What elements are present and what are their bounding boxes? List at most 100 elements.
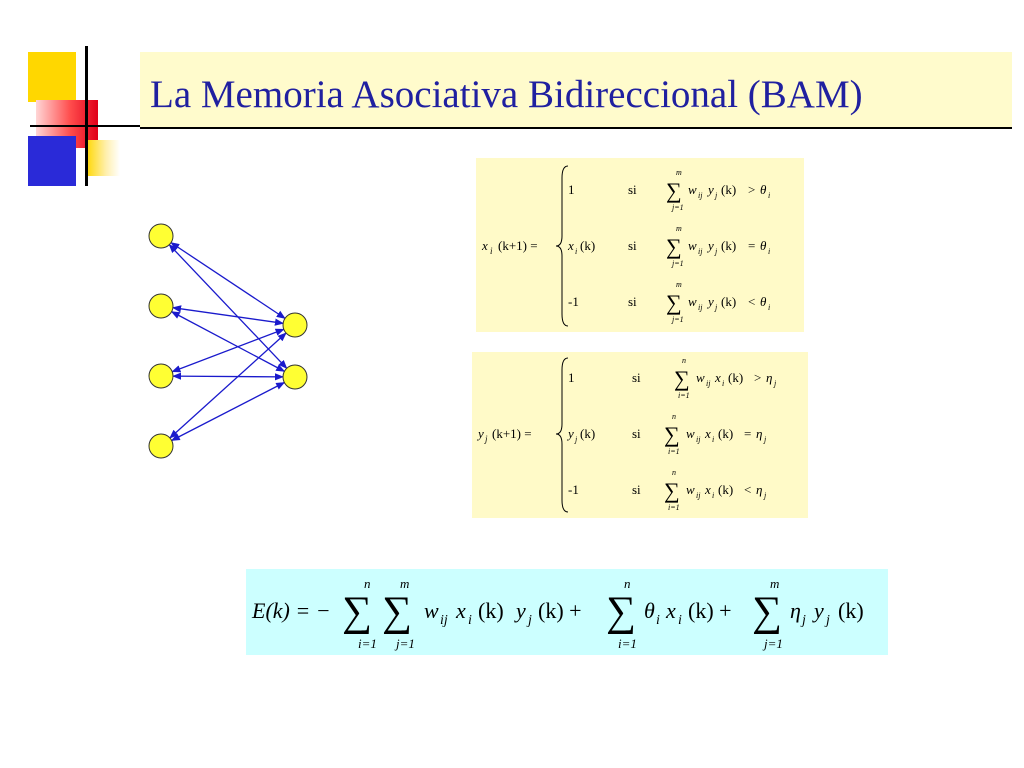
y-case2-si: si [632,426,641,441]
energy-sum4-upper: m [770,576,779,591]
y-case3-eta: η [756,482,762,497]
y-update-formula: y j (k+1) = 1 si ∑ n i=1 w ij x i (k) > … [472,352,808,518]
x-update-formula: x i (k+1) = 1 si ∑ m j=1 w ij y j (k) > … [476,158,804,332]
y-case1-sum-lower: i=1 [678,391,690,400]
connection-arrow-4-1 [169,332,287,439]
x-case1-si: si [628,182,637,197]
y-lhs: y [476,426,484,441]
x-lhs-arg: (k+1) = [498,238,538,253]
x-case1-arg: (k) [721,182,736,197]
x-case3-w-sub: ij [698,303,703,312]
energy-term1-y-sub: j [526,613,532,628]
energy-term2-theta-sub: i [656,613,660,628]
energy-term2-x: x [665,598,676,623]
y-case2-value-arg: (k) [580,426,595,441]
x-case3-sum-lower: j=1 [671,315,684,324]
y-case3-x: x [704,482,711,497]
y-case1-w: w [696,370,705,385]
y-case1-op: > [754,370,761,385]
x-case3-si: si [628,294,637,309]
x-case3-op: < [748,294,755,309]
x-case1-w-sub: ij [698,191,703,200]
y-case1-eta-sub: j [773,379,777,388]
y-case1-value: 1 [568,370,575,385]
input-node-3 [148,363,174,389]
x-case2-arg: (k) [721,238,736,253]
energy-term1-y: y [514,598,526,623]
energy-sum4-lower: j=1 [762,636,783,651]
network-nodes [148,223,308,459]
y-cases-brace [555,357,569,513]
energy-term3-y-sub: j [824,613,830,628]
energy-term1-x: x [455,598,466,623]
y-case2-x: x [704,426,711,441]
energy-term1-y-arg: (k) + [538,598,582,623]
y-case2-sum-upper: n [672,412,676,421]
input-node-2 [148,293,174,319]
x-cases-brace [555,165,569,327]
energy-term2-x-sub: i [678,613,682,628]
y-case1-w-sub: ij [706,379,711,388]
y-case3-sum-lower: i=1 [668,503,680,512]
network-connections [168,242,288,442]
y-case3-sum-upper: n [672,468,676,477]
connection-arrow-3-2 [172,372,284,381]
connection-arrow-4-2 [170,381,286,442]
x-case3-w: w [688,294,697,309]
energy-term3-y-arg: (k) [838,598,864,623]
x-case2-sigma: ∑ [666,234,682,259]
y-case3-si: si [632,482,641,497]
energy-term1-x-sub: i [468,613,472,628]
y-case2-eta-sub: j [763,435,767,444]
bam-network-diagram [148,223,308,459]
x-case3-theta: θ [760,294,767,309]
x-case2-value-sub: i [575,247,577,256]
x-case2-y: y [706,238,714,253]
y-case3-arg: (k) [718,482,733,497]
x-case3-sigma: ∑ [666,290,682,315]
energy-term1-x-arg: (k) [478,598,504,623]
y-case2-sum-lower: i=1 [668,447,680,456]
input-node-1 [148,223,174,249]
logo-vertical-line [85,46,88,186]
x-case1-y: y [706,182,714,197]
x-case2-theta: θ [760,238,767,253]
x-case2-value-arg: (k) [580,238,595,253]
energy-term3-eta: η [790,598,801,623]
energy-sum2-upper: m [400,576,409,591]
x-case1-theta-sub: i [768,191,770,200]
logo-square-light [86,140,120,176]
x-case2-sum-lower: j=1 [671,259,684,268]
x-case2-sum-upper: m [676,224,682,233]
x-case3-theta-sub: i [768,303,770,312]
y-case3-eta-sub: j [763,491,767,500]
energy-lhs: E(k) = − [251,598,331,623]
x-case1-op: > [748,182,755,197]
y-case3-x-sub: i [712,491,714,500]
x-case3-sum-upper: m [676,280,682,289]
energy-term3-eta-sub: j [800,613,806,628]
y-case2-value-sub: j [574,435,578,444]
y-case3-w-sub: ij [696,491,701,500]
input-node-4 [148,433,174,459]
y-case2-op: = [744,426,751,441]
y-case2-sigma: ∑ [664,422,680,447]
x-case1-theta: θ [760,182,767,197]
x-case1-value: 1 [568,182,575,197]
energy-sum2-sigma: ∑ [382,589,412,635]
y-case1-eta: η [766,370,772,385]
energy-sum1-upper: n [364,576,371,591]
x-lhs: x [481,238,488,253]
y-case1-x: x [714,370,721,385]
logo-square-blue [28,136,76,186]
x-case2-op: = [748,238,755,253]
logo-square-yellow [28,52,76,102]
y-case2-value: y [566,426,574,441]
x-case1-sigma: ∑ [666,178,682,203]
x-case3-value: -1 [568,294,579,309]
connection-arrow-1-2 [168,244,288,369]
energy-sum3-sigma: ∑ [606,589,636,635]
y-case3-w: w [686,482,695,497]
x-case2-si: si [628,238,637,253]
x-case1-w: w [688,182,697,197]
